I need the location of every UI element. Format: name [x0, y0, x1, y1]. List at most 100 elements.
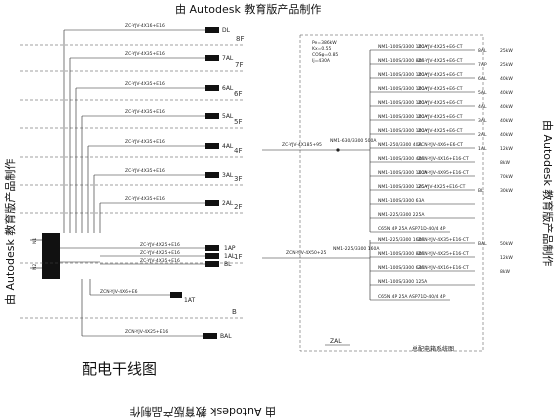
floor-label: 7F [235, 61, 243, 69]
main-breaker-symbol [336, 148, 340, 152]
feeder-cable-label: ZC-YJV-4X16+E16 [125, 23, 165, 29]
load-parameter: Kx=0.55 [312, 46, 332, 52]
distribution-box [205, 172, 219, 178]
circuit-cable-label: ZCN-YJV-4X16+E16-CT [418, 156, 469, 162]
floor-label: 1F [234, 253, 242, 261]
circuit-breaker-label: NM1-100S/3300 100A [378, 114, 428, 120]
circuit-breaker-label: NM1-100S/3300 63A [378, 198, 425, 204]
circuit-cable-label: ZCN-YJV-4X95+E16-CT [418, 170, 469, 176]
panel-frame [299, 34, 484, 352]
circuit-cable-label: ZC-YJV-4X25+E16-CT [418, 184, 466, 190]
circuit-cable-label: ZC-YJV-4X25+E6-CT [418, 72, 463, 78]
riser-diagram-title: 配电干线图 [82, 360, 157, 378]
circuit-cable-label: ZC-YJV-4X25+E6-CT [418, 100, 463, 106]
feeder-cable-label: ZC-YJV-4X35+E16 [125, 81, 165, 87]
lower-circuit-cable-label: ZCN-YJV-4X16+E16-CT [418, 265, 469, 271]
circuit-cable-label: ZC-YJV-4X25+E6-CT [418, 44, 463, 50]
distribution-box-label: 7AL [222, 55, 234, 62]
first-floor-cable-label: ZC-YJV-4X35+E16 [140, 258, 180, 264]
first-floor-box [205, 245, 219, 251]
first-floor-box-label: BL [224, 261, 232, 268]
distribution-box [205, 113, 219, 119]
circuit-box-label: 2AL [478, 132, 487, 138]
main-breaker-label: NM1-630/3300 500A [330, 138, 377, 144]
at-box [170, 292, 182, 298]
circuit-load-label: 40kW [500, 132, 513, 138]
distribution-box-label: 5AL [222, 113, 234, 120]
lower-circuit-box-label: BAL [478, 241, 487, 247]
circuit-load-label: 12kW [500, 146, 513, 152]
distribution-box-label: DL [222, 27, 231, 34]
circuit-breaker-label: NM1-100S/3300 100A [378, 100, 428, 106]
watermark-left: 由 Autodesk 教育版产品制作 [3, 159, 17, 305]
feeder-cable-label: ZC-YJV-4X35+E16 [125, 168, 165, 174]
feeder-cable-label: ZC-YJV-4X35+E16 [125, 51, 165, 57]
circuit-cable-label: ZC-YJV-4X25+E6-CT [418, 114, 463, 120]
first-floor-box [205, 253, 219, 259]
feeder-cable-label: ZC-YJV-4X35+E16 [125, 196, 165, 202]
circuit-load-label: 40kW [500, 104, 513, 110]
circuit-box-label: 5AL [478, 90, 487, 96]
circuit-cable-label: ZC-YJV-4X25+E6-CT [418, 58, 463, 64]
system-diagram-caption: 总配电箱系统图 [412, 345, 454, 353]
circuit-cable-label: ZC-YJV-4X25+E6-CT [418, 128, 463, 134]
lower-circuit-load-label: 12kW [500, 255, 513, 261]
lower-spd-label: C65N 4P 25A ASP71D-40/4 4P [378, 294, 446, 300]
floor-label: 5F [234, 118, 242, 126]
load-parameter: COSφ=0.85 [312, 52, 338, 58]
circuit-box-label: 6AL [478, 76, 487, 82]
distribution-box-label: 4AL [222, 143, 234, 150]
lower-circuit-breaker-label: NM1-100S/3300 80A [378, 251, 425, 257]
circuit-breaker-label: NM1-100S/3300 100A [378, 86, 428, 92]
feeder-cable-label: ZC-YJV-4X35+E16 [125, 109, 165, 115]
distribution-box [205, 55, 219, 61]
load-parameter: Ij=430A [312, 58, 331, 64]
lower-incoming-cable-label: ZCN-YJV-4X50+25 [286, 250, 327, 256]
watermark-top: 由 Autodesk 教育版产品制作 [175, 2, 321, 16]
circuit-breaker-label: NM1-100S/3300 100A [378, 72, 428, 78]
circuit-box-label: 3AL [478, 118, 487, 124]
lower-circuit-load-label: 8kW [500, 269, 510, 275]
load-parameter: Pe=386kW [312, 40, 337, 46]
distribution-box-label: 6AL [222, 85, 234, 92]
floor-label: 2F [234, 203, 242, 211]
basement-box-label: BAL [220, 333, 232, 340]
distribution-box-label: 2AL [222, 200, 234, 207]
lower-circuit-cable-label: ZCN-YJV-4X25+E16-CT [418, 251, 469, 257]
distribution-box [205, 27, 219, 33]
watermark-right: 由 Autodesk 教育版产品制作 [541, 120, 555, 266]
lower-circuit-breaker-label: NM1-100S/3300 125A [378, 279, 428, 285]
first-floor-box [205, 261, 219, 267]
circuit-breaker-label: NM1-100S/3300 160A [378, 170, 428, 176]
circuit-load-label: 30kW [500, 188, 513, 194]
circuit-load-label: 40kW [500, 118, 513, 124]
circuit-breaker-label: NM1-100S/3300 100A [378, 44, 428, 50]
floor-label: 6F [234, 90, 242, 98]
circuit-load-label: 25kW [500, 48, 513, 54]
circuit-breaker-label: NM1-100S/3300 80A [378, 58, 425, 64]
incoming-cable-label: ZC-YJV-4X185+95 [282, 142, 322, 148]
floor-label: 8F [236, 35, 244, 43]
distribution-box [205, 85, 219, 91]
circuit-load-label: 40kW [500, 76, 513, 82]
first-floor-box-label: 1AP [224, 245, 236, 252]
incoming-label: N2 [32, 264, 38, 270]
circuit-load-label: 40kW [500, 90, 513, 96]
circuit-breaker-label: NM1-225/3300 225A [378, 212, 425, 218]
circuit-cable-label: ZC-YJV-4X25+E6-CT [418, 86, 463, 92]
circuit-breaker-label: NM1-100S/3300 125A [378, 184, 428, 190]
basement-box [203, 333, 217, 339]
circuit-box-label: 1AL [478, 146, 487, 152]
distribution-box-label: 3AL [222, 172, 234, 179]
circuit-box-label: 4AL [478, 104, 487, 110]
circuit-breaker-label: NM1-100S/3300 40A [378, 156, 425, 162]
circuit-cable-label: ZCN-YJV-4X6+E6-CT [418, 142, 463, 148]
circuit-breaker-label: NM1-100S/3300 100A [378, 128, 428, 134]
circuit-load-label: 8kW [500, 160, 510, 166]
at-cable-label: ZCN-YJV-4X6+E6 [100, 289, 138, 295]
lower-circuit-load-label: 50kW [500, 241, 513, 247]
circuit-breaker-label: NM1-250/3300 40A [378, 142, 422, 148]
distribution-box [205, 143, 219, 149]
feeder-cable-label: ZC-YJV-4X35+E16 [125, 139, 165, 145]
